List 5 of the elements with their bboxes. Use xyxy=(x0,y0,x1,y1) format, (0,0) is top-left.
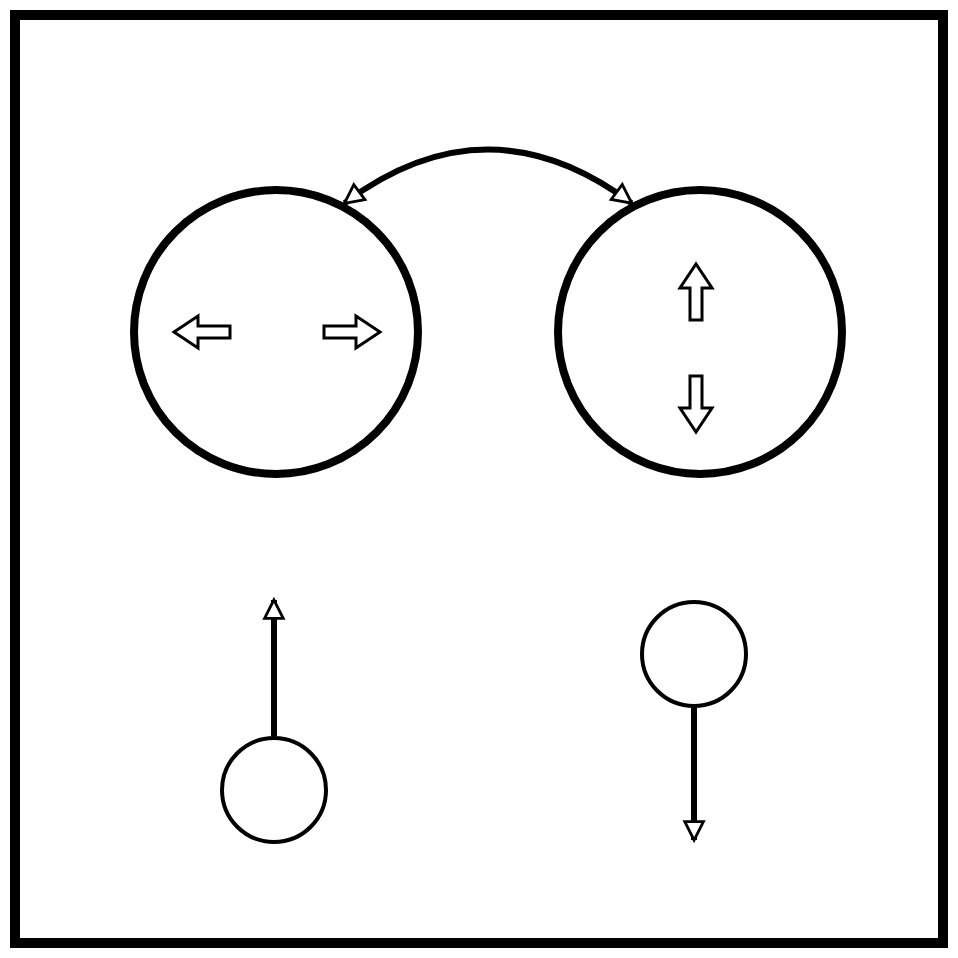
circle xyxy=(640,600,748,708)
arrow xyxy=(683,708,705,842)
circle xyxy=(220,736,328,844)
arrow xyxy=(263,598,285,736)
double-arrow xyxy=(342,146,634,206)
